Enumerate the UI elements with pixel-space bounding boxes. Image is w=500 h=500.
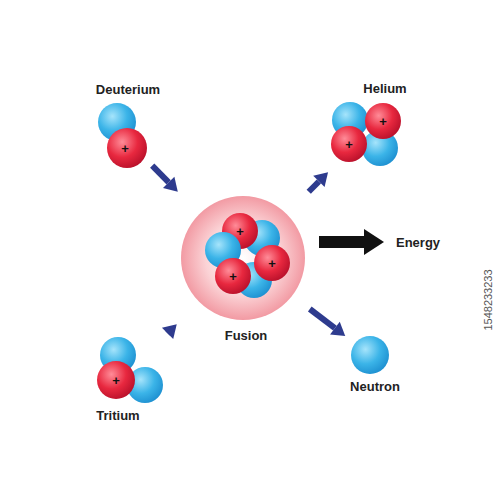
reaction-arrow <box>308 307 345 336</box>
arrow-shaft <box>308 307 337 331</box>
fusion-node: Fusion <box>181 196 305 320</box>
tritium-node: Tritium <box>97 336 165 404</box>
particle-label: Deuterium <box>96 82 160 97</box>
arrow-shaft <box>307 179 321 193</box>
neutron-node: Neutron <box>350 335 390 375</box>
arrow-shaft <box>150 164 171 185</box>
proton-charge: + <box>268 257 276 270</box>
arrow-head <box>313 172 328 187</box>
particle-label: Fusion <box>225 328 268 343</box>
particle-label: Energy <box>396 235 440 250</box>
helium-particles <box>331 102 401 166</box>
particle-label: Tritium <box>96 408 139 423</box>
neutron-particle <box>351 336 389 374</box>
arrow-shaft <box>319 236 364 248</box>
proton-charge: + <box>229 270 237 283</box>
proton-charge: + <box>379 115 387 128</box>
arrow-head <box>364 229 384 255</box>
arrow-head <box>162 324 177 339</box>
energy-node: Energy <box>392 233 445 252</box>
proton-charge: + <box>236 225 244 238</box>
fusion-nucleus <box>181 196 305 320</box>
reaction-arrow <box>162 324 177 339</box>
proton-charge: + <box>112 374 120 387</box>
stock-id: 1548233233 <box>482 269 494 330</box>
reaction-arrow <box>319 229 384 255</box>
arrow-head <box>330 322 345 336</box>
reaction-arrow <box>307 172 328 194</box>
deuterium-particles <box>98 103 147 168</box>
particle-label: Neutron <box>350 379 400 394</box>
deuterium-node: Deuterium <box>96 101 148 169</box>
particle-label: Helium <box>363 81 406 96</box>
proton-charge: + <box>121 142 129 155</box>
helium-node: Helium <box>330 100 402 168</box>
proton-charge: + <box>345 138 353 151</box>
tritium-particles <box>97 337 163 403</box>
arrow-head <box>163 177 178 192</box>
reaction-arrow <box>150 164 178 192</box>
